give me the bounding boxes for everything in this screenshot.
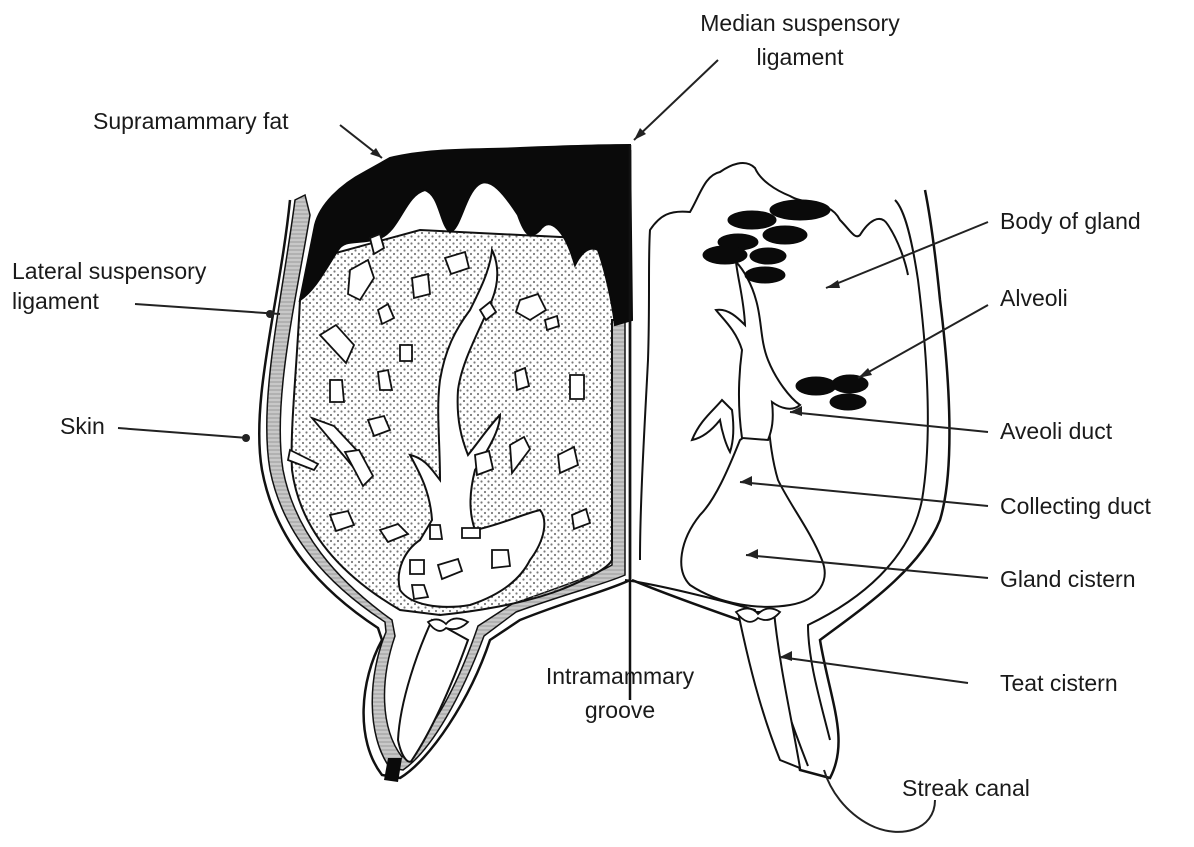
right-inner-wall-2: [808, 200, 928, 740]
label-streak-canal: Streak canal: [902, 775, 1030, 802]
label-skin: Skin: [60, 413, 105, 440]
label-collecting-duct: Collecting duct: [1000, 493, 1151, 520]
label-lateral-suspensory-line1: Lateral suspensory: [12, 258, 206, 285]
alveoli-lower-cluster: [796, 375, 868, 410]
label-median-suspensory-line2: ligament: [660, 44, 940, 71]
label-intramammary-line1: Intramammary: [510, 663, 730, 690]
label-intramammary-line2: groove: [510, 697, 730, 724]
leader-median: [634, 60, 718, 140]
label-teat-cistern: Teat cistern: [1000, 670, 1118, 697]
gland-cistern: [681, 420, 824, 607]
label-alveoli: Alveoli: [1000, 285, 1068, 312]
label-median-suspensory-line1: Median suspensory: [660, 10, 940, 37]
leader-lateral: [135, 304, 280, 314]
duct-side-branch: [692, 400, 733, 452]
leader-aveoli-duct: [790, 412, 988, 432]
label-gland-cistern: Gland cistern: [1000, 566, 1136, 593]
label-lateral-suspensory-line2: ligament: [12, 288, 99, 315]
leader-skin: [118, 428, 248, 438]
teat-cistern: [738, 612, 800, 768]
label-aveoli-duct: Aveoli duct: [1000, 418, 1112, 445]
label-body-of-gland: Body of gland: [1000, 208, 1141, 235]
left-annular-fold: [428, 618, 468, 630]
label-supramammary-fat: Supramammary fat: [93, 108, 289, 135]
leader-teat-cistern: [780, 657, 968, 683]
alveoli-upper-cluster: [703, 200, 830, 283]
